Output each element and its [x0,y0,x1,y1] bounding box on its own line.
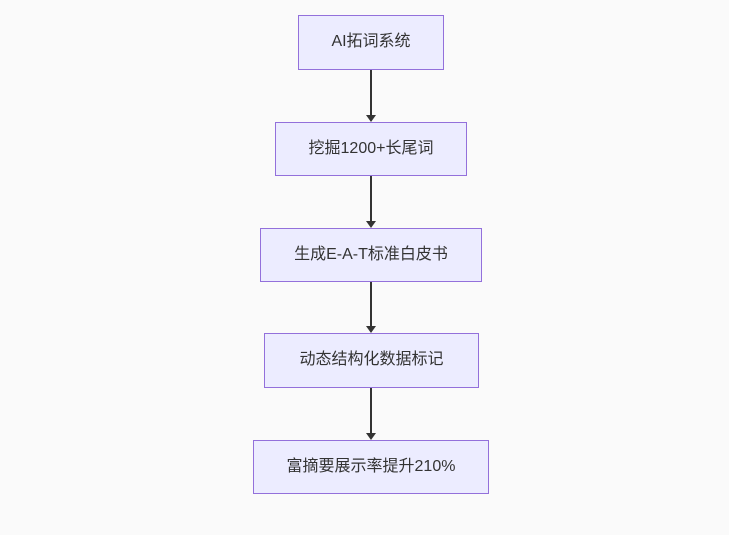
flowchart-node-mine-longtail-keywords: 挖掘1200+长尾词 [275,122,467,176]
flowchart-node-rich-snippet-rate-increase: 富摘要展示率提升210% [253,440,489,494]
node-label: 富摘要展示率提升210% [286,457,456,475]
flowchart-node-dynamic-structured-data-markup: 动态结构化数据标记 [264,333,479,388]
node-label: 动态结构化数据标记 [299,351,444,369]
flowchart-node-generate-eat-whitepaper: 生成E-A-T标准白皮书 [260,228,482,282]
node-label: AI拓词系统 [331,33,411,51]
node-label: 挖掘1200+长尾词 [308,139,434,157]
flow-arrow-down-icon [366,176,376,228]
flow-arrow-down-icon [366,70,376,122]
flow-arrow-down-icon [366,388,376,440]
node-label: 生成E-A-T标准白皮书 [294,245,448,263]
flow-arrow-down-icon [366,282,376,333]
flowchart-node-ai-word-expansion-system: AI拓词系统 [298,15,444,70]
